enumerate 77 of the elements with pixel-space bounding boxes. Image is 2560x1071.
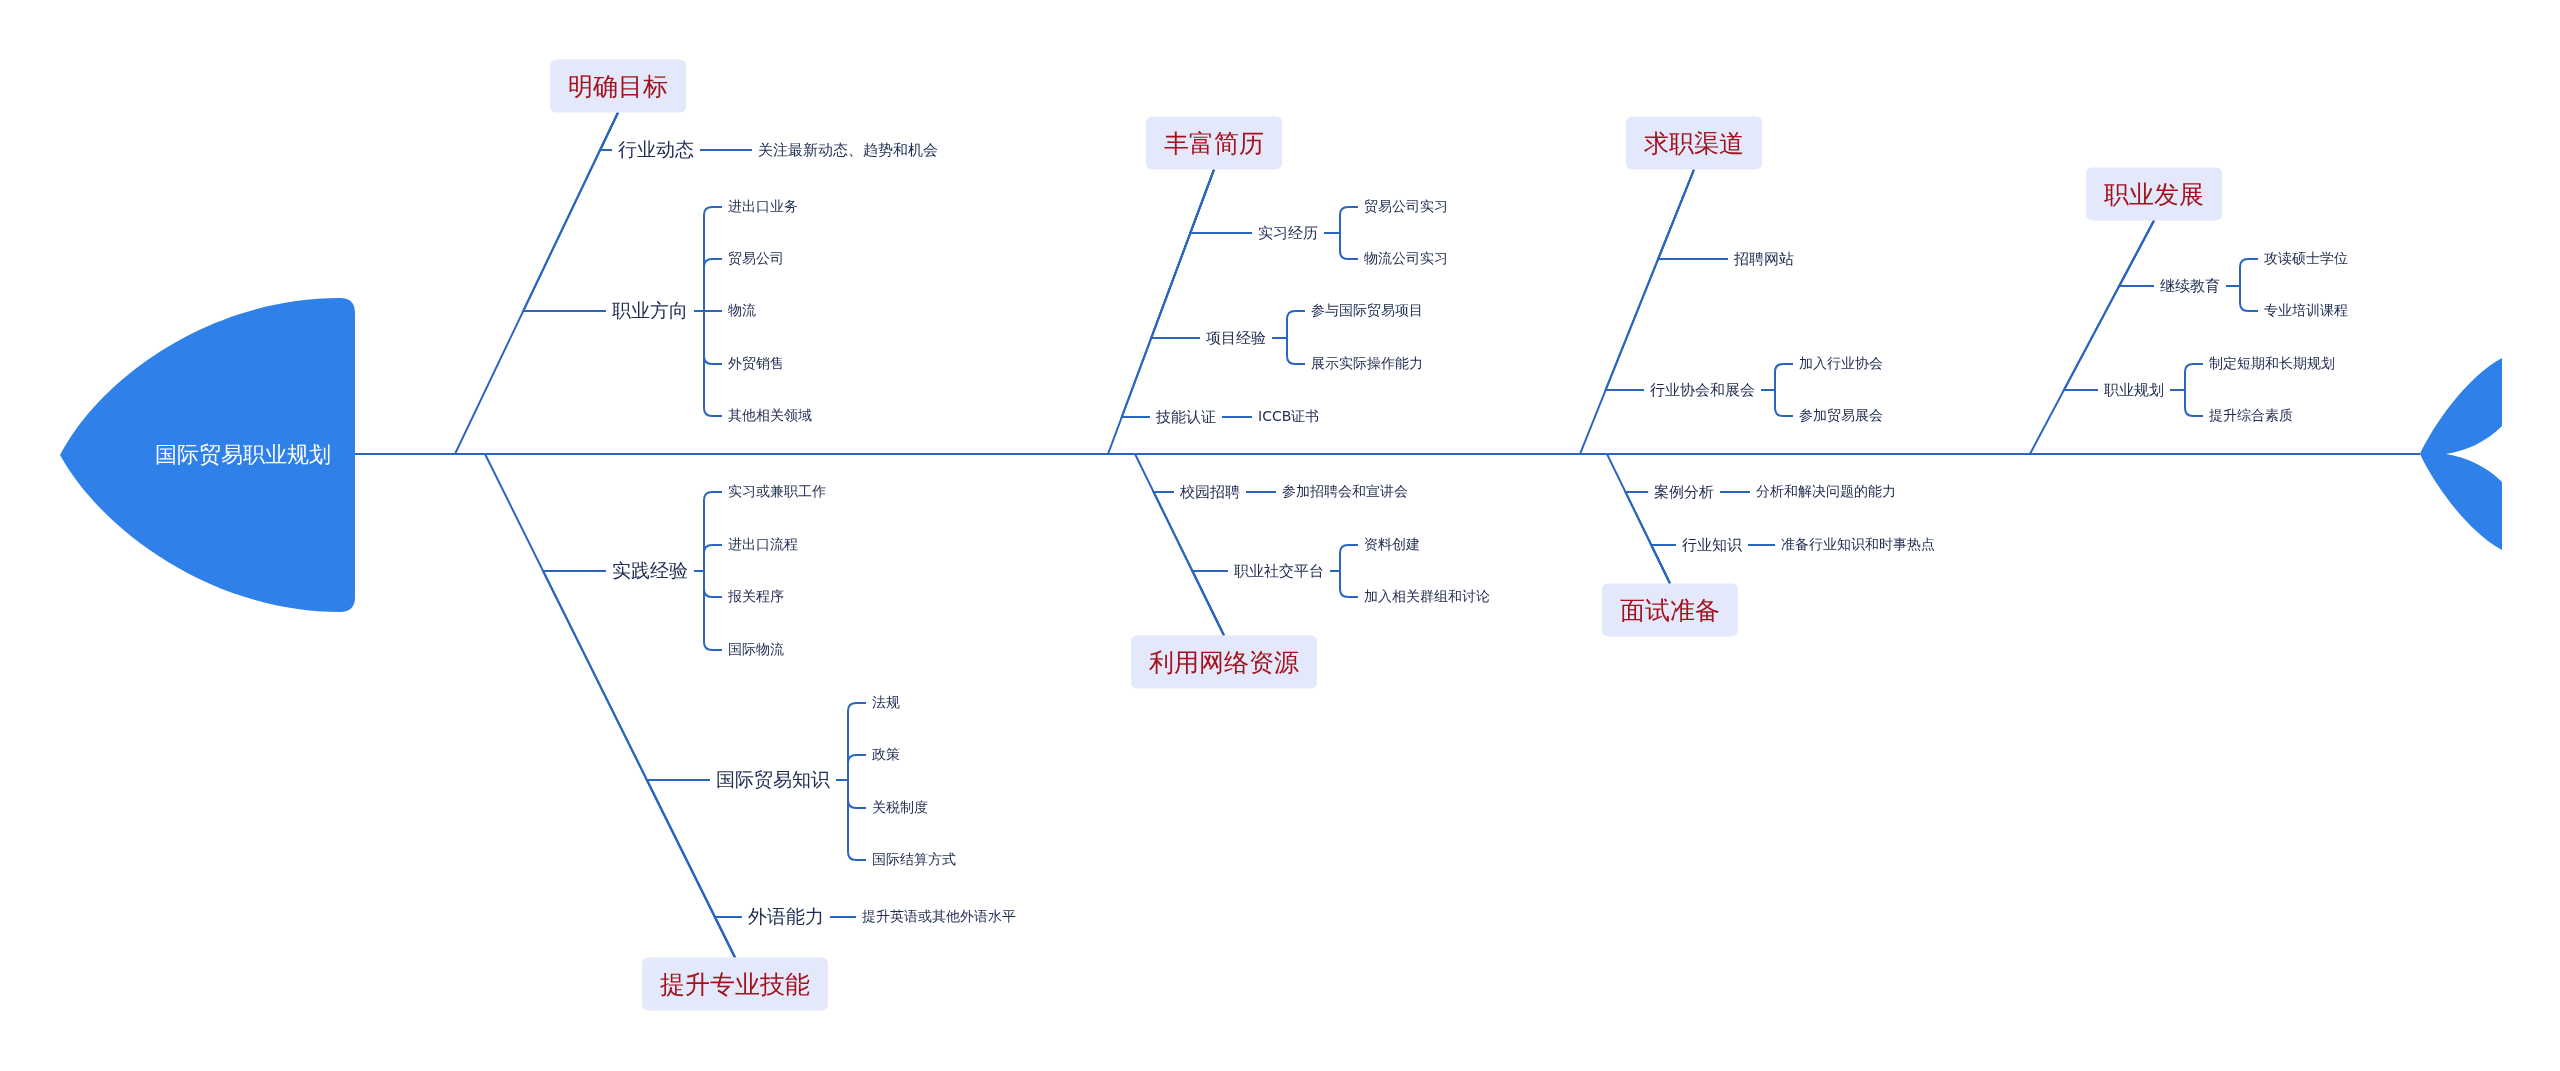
branch-line — [699, 149, 753, 151]
branch-line — [1245, 491, 1277, 493]
leaf-label: 攻读硕士学位 — [2258, 248, 2354, 270]
branch-line — [713, 916, 743, 959]
leaf-label: 关税制度 — [866, 797, 934, 819]
branch-label: 职业方向 — [606, 296, 694, 326]
branch-label: 职业社交平台 — [1228, 559, 1330, 583]
leaf-label: 外贸销售 — [722, 353, 790, 375]
leaf-label: 提升英语或其他外语水平 — [856, 906, 1022, 928]
leaf-label: 物流 — [722, 300, 762, 322]
branch-label: 项目经验 — [1200, 326, 1272, 350]
bracket-line — [1323, 232, 1359, 260]
branch-label: 行业知识 — [1676, 533, 1748, 557]
leaf-label: 政策 — [866, 744, 906, 766]
leaf-label: 参与国际贸易项目 — [1305, 300, 1429, 322]
leaf-label: 分析和解决问题的能力 — [1750, 481, 1902, 503]
category-box: 提升专业技能 — [642, 957, 828, 1011]
leaf-label: 国际物流 — [722, 639, 790, 661]
category-box: 丰富简历 — [1146, 116, 1282, 170]
branch-line — [2062, 219, 2155, 391]
category-box: 求职渠道 — [1626, 116, 1762, 170]
branch-line — [1649, 544, 1677, 585]
branch-line — [829, 916, 857, 918]
branch-label: 实践经验 — [606, 556, 694, 586]
branch-label: 继续教育 — [2154, 274, 2226, 298]
leaf-label: 其他相关领域 — [722, 405, 818, 427]
bracket-line — [1271, 337, 1306, 365]
branch-label: 技能认证 — [1150, 405, 1222, 429]
branch-label: 国际贸易知识 — [710, 765, 836, 795]
branch-line — [1747, 544, 1776, 546]
leaf-label: 物流公司实习 — [1358, 248, 1454, 270]
leaf-label: 国际结算方式 — [866, 849, 962, 871]
category-box: 明确目标 — [550, 59, 686, 113]
branch-label: 外语能力 — [742, 902, 830, 932]
branch-label: 行业协会和展会 — [1644, 378, 1761, 402]
leaf-label: 关注最新动态、趋势和机会 — [752, 138, 944, 162]
leaf-label: 准备行业知识和时事热点 — [1775, 534, 1941, 556]
head-title: 国际贸易职业规划 — [153, 441, 331, 469]
bracket-line — [1329, 570, 1359, 598]
bracket-line — [1760, 389, 1794, 417]
branch-line — [1120, 168, 1215, 418]
leaf-label: 实习或兼职工作 — [722, 481, 832, 503]
leaf-label: 展示实际操作能力 — [1305, 353, 1429, 375]
category-box: 职业发展 — [2086, 167, 2222, 221]
leaf-label: 加入行业协会 — [1793, 353, 1889, 375]
branch-label: 招聘网站 — [1728, 247, 1800, 271]
branch-line — [521, 111, 619, 312]
leaf-label: ICCB证书 — [1252, 406, 1326, 428]
branch-line — [1190, 570, 1229, 637]
leaf-label: 进出口流程 — [722, 534, 804, 556]
leaf-label: 加入相关群组和讨论 — [1358, 586, 1496, 608]
leaf-label: 提升综合素质 — [2203, 405, 2299, 427]
branch-label: 案例分析 — [1648, 480, 1720, 504]
branch-line — [1221, 416, 1253, 418]
leaf-label: 法规 — [866, 692, 906, 714]
leaf-label: 资料创建 — [1358, 534, 1426, 556]
leaf-label: 贸易公司 — [722, 248, 790, 270]
leaf-label: 贸易公司实习 — [1358, 196, 1454, 218]
bracket-line — [2169, 389, 2204, 417]
leaf-label: 专业培训课程 — [2258, 300, 2354, 322]
branch-label: 职业规划 — [2098, 378, 2170, 402]
bracket-line — [835, 779, 867, 861]
leaf-label: 参加招聘会和宣讲会 — [1276, 481, 1414, 503]
branch-line — [1604, 168, 1695, 391]
leaf-label: 报关程序 — [722, 586, 790, 608]
leaf-label: 参加贸易展会 — [1793, 405, 1889, 427]
branch-label: 实习经历 — [1252, 221, 1324, 245]
bracket-line — [693, 310, 723, 417]
branch-label: 行业动态 — [612, 135, 700, 165]
leaf-label: 进出口业务 — [722, 196, 804, 218]
branch-line — [1719, 491, 1751, 493]
bracket-line — [693, 570, 723, 651]
category-box: 面试准备 — [1602, 583, 1738, 637]
fish-tail — [2420, 358, 2502, 550]
branch-label: 校园招聘 — [1174, 480, 1246, 504]
leaf-label: 制定短期和长期规划 — [2203, 353, 2341, 375]
category-box: 利用网络资源 — [1131, 635, 1317, 689]
